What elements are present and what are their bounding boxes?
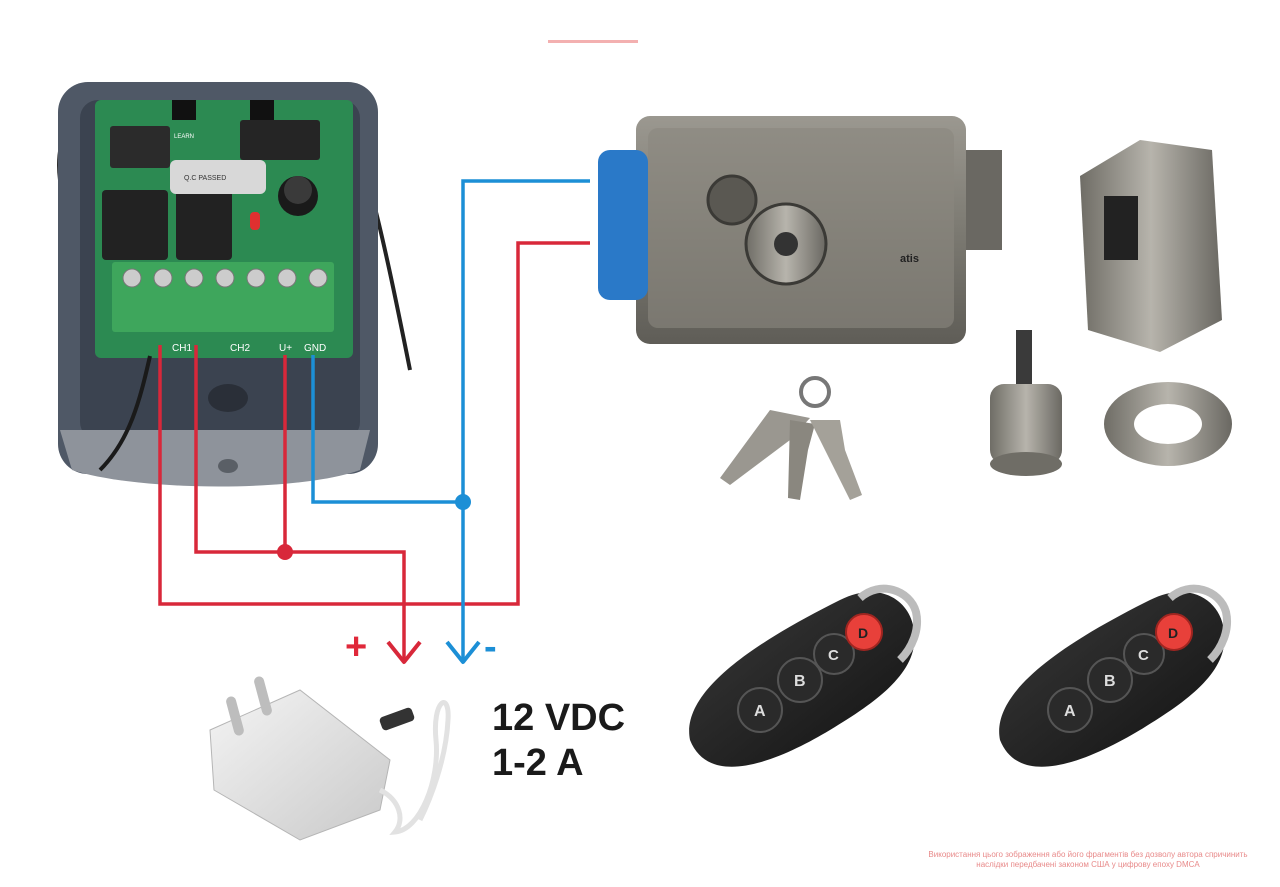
fob-button-d (845, 613, 883, 651)
board-qc-label: Q.C PASSED (184, 175, 226, 182)
cable-out (98, 355, 152, 472)
wire-lock-blue (461, 179, 590, 660)
lock-button (706, 174, 758, 226)
fob-button-b (1087, 657, 1133, 703)
terminal-screws (122, 268, 328, 288)
chip (240, 120, 320, 160)
remote-fob-right: A B C D (999, 584, 1231, 767)
terminal-label-vplus: U+ (279, 343, 292, 354)
wire-ch2-red (194, 345, 406, 660)
terminal-label-ch1: CH1 (172, 343, 192, 354)
receiver-base (60, 430, 370, 487)
fob-label-a: A (754, 703, 766, 720)
fob-button-b (777, 657, 823, 703)
capacitor-top (284, 176, 312, 204)
lock-bolt (966, 150, 1002, 250)
key-1 (720, 410, 810, 485)
terminal-label-ch2: CH2 (230, 343, 250, 354)
wiring (158, 179, 590, 664)
fob-label-d: D (1168, 625, 1178, 641)
top-note-mark (548, 40, 638, 43)
fob-keyring-loop (857, 584, 921, 663)
terminal-label-strip (112, 334, 334, 356)
lock-keyhole-center (774, 232, 798, 256)
lock-cylinder (990, 330, 1062, 476)
key-3 (810, 420, 862, 500)
negative-label: - (484, 626, 497, 668)
arrow-negative (445, 640, 481, 664)
fob-button-d (1155, 613, 1193, 651)
voltage-label: 12 VDC (492, 697, 626, 739)
board-learn-label: LEARN (174, 134, 194, 140)
fob-label-b: B (794, 673, 806, 690)
junction-red (277, 544, 293, 560)
remote-fob-left: A B C D (689, 584, 921, 767)
adapter-plug-pin-1 (226, 696, 244, 736)
wire-ch1-red (158, 241, 590, 606)
fob-label-c: C (828, 647, 839, 664)
led-red (250, 212, 260, 230)
fob-label-d: D (858, 625, 868, 641)
fob-keyring-loop (1167, 584, 1231, 663)
fob-button-a (737, 687, 783, 733)
crystal (170, 160, 266, 194)
mount-hole-bottom (218, 459, 238, 473)
positive-label: + (345, 626, 368, 668)
relay-2 (176, 190, 232, 260)
fob-button-c (1123, 633, 1165, 675)
receiver-module: CH1 CH2 U+ GND LEARN Q.C PASSED (57, 82, 412, 487)
key-ring (799, 376, 831, 408)
terminal-label-gnd: GND (304, 343, 326, 354)
mount-hole (208, 384, 248, 412)
fob-label-a: A (1064, 703, 1076, 720)
fob-button-a (1047, 687, 1093, 733)
power-adapter (209, 676, 451, 841)
learn-button-2 (250, 100, 274, 120)
fob-label-c: C (1138, 647, 1149, 664)
keys (720, 376, 862, 500)
strike-plate (1080, 140, 1222, 352)
wire-gnd-blue (311, 355, 463, 504)
adapter-body (209, 689, 391, 841)
lock-blue-pad (598, 150, 648, 300)
copyright-watermark: Використання цього зображення або його ф… (928, 850, 1248, 869)
learn-button-1 (172, 100, 196, 120)
current-label: 1-2 A (492, 742, 584, 784)
lock-brand: atis (900, 253, 919, 265)
junction-blue (455, 494, 471, 510)
adapter-plug-pin-2 (254, 676, 272, 716)
adapter-dc-plug (379, 707, 415, 731)
arrow-positive (386, 640, 422, 664)
relay-1 (102, 190, 168, 260)
fob-button-c (813, 633, 855, 675)
washer (1104, 382, 1232, 466)
rf-module (110, 126, 170, 168)
key-2 (788, 420, 815, 500)
fob-label-b: B (1104, 673, 1116, 690)
adapter-cable (378, 700, 451, 835)
electric-lock: atis (598, 116, 1002, 344)
